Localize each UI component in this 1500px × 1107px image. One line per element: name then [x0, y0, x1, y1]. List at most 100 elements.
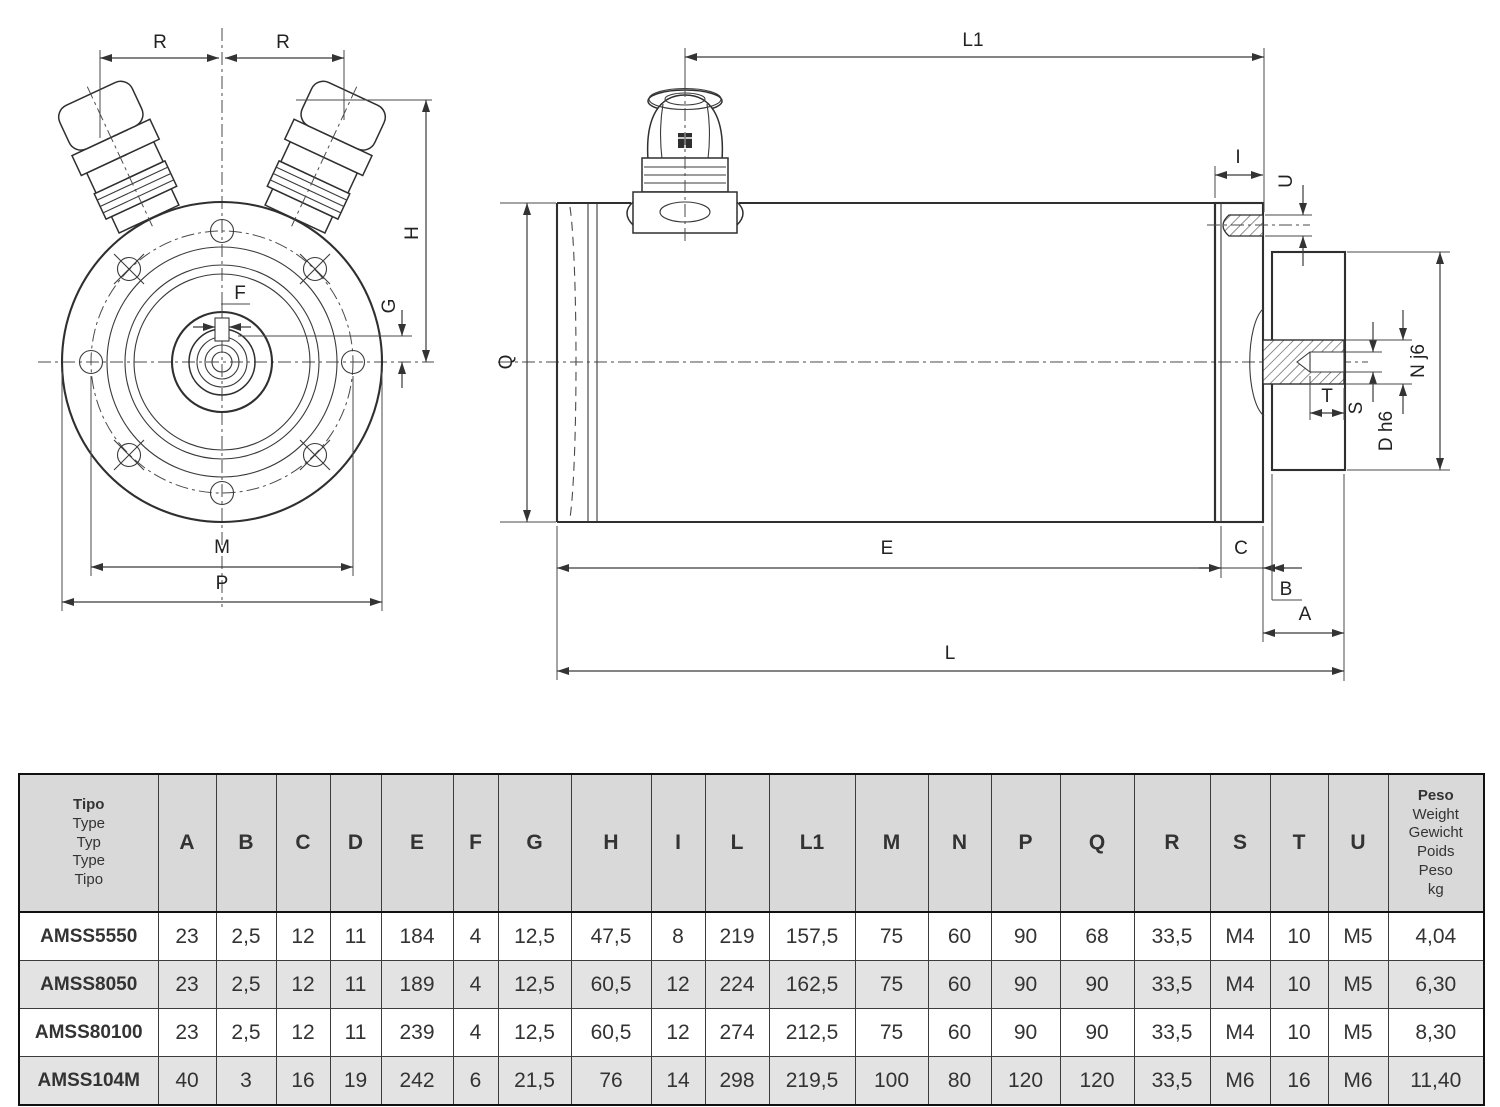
dim-value-cell: 184: [380, 911, 454, 961]
dim-value-cell: 90: [990, 960, 1061, 1009]
crossed-hole: [299, 439, 331, 471]
col-header-c: C: [275, 773, 331, 913]
dim-value-cell: 120: [1059, 1056, 1135, 1106]
dim-value-cell: M5: [1327, 911, 1389, 961]
dim-value-cell: 4: [452, 911, 499, 961]
dim-value-cell: M4: [1209, 911, 1271, 961]
label-m: M: [214, 537, 230, 558]
dim-value-cell: 40: [157, 1056, 217, 1106]
dim-value-cell: 100: [854, 1056, 929, 1106]
dim-value-cell: 23: [157, 1008, 217, 1057]
col-header-t: T: [1269, 773, 1329, 913]
label-t: T: [1321, 386, 1333, 407]
dim-L1: L1: [684, 30, 1265, 212]
dim-value-cell: 21,5: [497, 1056, 572, 1106]
dim-value-cell: 189: [380, 960, 454, 1009]
dim-E: E: [556, 526, 1222, 680]
dim-M: M: [90, 376, 354, 576]
front-view: R R H G F M: [38, 28, 434, 611]
dim-value-cell: 16: [1269, 1056, 1329, 1106]
row-type-cell: AMSS8050: [18, 960, 159, 1009]
dim-value-cell: 12: [275, 960, 331, 1009]
label-u: U: [1276, 174, 1297, 188]
dim-value-cell: 242: [380, 1056, 454, 1106]
dim-C: C: [1199, 526, 1285, 642]
col-header-n: N: [927, 773, 992, 913]
weight-header-translations: Weight Gewicht Poids Peso kg: [1408, 805, 1463, 898]
dim-T: T: [1309, 376, 1345, 420]
dim-value-cell: 8,30: [1387, 1008, 1485, 1057]
dim-value-cell: 12: [275, 911, 331, 961]
shaft-section: [1262, 339, 1345, 385]
dim-value-cell: 6,30: [1387, 960, 1485, 1009]
keyway: [214, 317, 230, 342]
dim-value-cell: 14: [650, 1056, 706, 1106]
type-header-primary: Tipo: [73, 796, 105, 814]
dim-value-cell: 47,5: [570, 911, 652, 961]
dim-value-cell: 11: [329, 911, 382, 961]
row-type-cell: AMSS5550: [18, 911, 159, 961]
dim-value-cell: 10: [1269, 911, 1329, 961]
dim-value-cell: 60,5: [570, 960, 652, 1009]
dim-value-cell: 75: [854, 1008, 929, 1057]
dim-value-cell: 90: [1059, 960, 1135, 1009]
label-e: E: [881, 538, 894, 559]
col-header-l1: L1: [768, 773, 856, 913]
col-header-h: H: [570, 773, 652, 913]
dim-value-cell: M6: [1327, 1056, 1389, 1106]
label-b: B: [1280, 579, 1293, 600]
dim-value-cell: 2,5: [215, 960, 277, 1009]
weight-header-primary: Peso: [1417, 786, 1454, 804]
dim-value-cell: 12,5: [497, 911, 572, 961]
dim-P: P: [61, 372, 383, 611]
dimension-drawing: R R H G F M: [38, 28, 1450, 681]
col-header-a: A: [157, 773, 217, 913]
cable-gland-side: [626, 84, 744, 243]
col-header-d: D: [329, 773, 382, 913]
dim-value-cell: 11: [329, 960, 382, 1009]
col-header-f: F: [452, 773, 499, 913]
dim-value-cell: 90: [1059, 1008, 1135, 1057]
crossed-hole: [113, 439, 145, 471]
label-s: S: [1346, 402, 1367, 415]
dim-value-cell: 23: [157, 960, 217, 1009]
dim-value-cell: 23: [157, 911, 217, 961]
tapped-hole: [1296, 351, 1345, 373]
dim-value-cell: 60,5: [570, 1008, 652, 1057]
dim-value-cell: 10: [1269, 960, 1329, 1009]
crossed-hole: [113, 253, 145, 285]
crossed-hole: [299, 253, 331, 285]
dim-value-cell: 60: [927, 1008, 992, 1057]
dim-value-cell: 219,5: [768, 1056, 856, 1106]
col-header-m: M: [854, 773, 929, 913]
col-header-i: I: [650, 773, 706, 913]
dim-value-cell: M4: [1209, 1008, 1271, 1057]
label-c: C: [1234, 538, 1248, 559]
dim-L: L: [557, 643, 1344, 675]
dim-value-cell: 75: [854, 960, 929, 1009]
col-header-e: E: [380, 773, 454, 913]
dim-value-cell: 10: [1269, 1008, 1329, 1057]
label-n-j6: N j6: [1408, 344, 1429, 378]
dim-value-cell: 157,5: [768, 911, 856, 961]
dim-value-cell: 274: [704, 1008, 770, 1057]
dim-value-cell: 12: [650, 960, 706, 1009]
dim-N: N j6: [1347, 251, 1450, 471]
dim-value-cell: 60: [927, 960, 992, 1009]
dim-value-cell: M5: [1327, 960, 1389, 1009]
cable-gland-front-right: [264, 80, 387, 234]
dim-value-cell: 6: [452, 1056, 499, 1106]
dim-U: U: [1265, 174, 1312, 266]
dim-D: D h6: [1346, 310, 1412, 451]
dim-value-cell: 90: [990, 911, 1061, 961]
dim-value-cell: 212,5: [768, 1008, 856, 1057]
dim-value-cell: M4: [1209, 960, 1271, 1009]
dim-R: R R: [99, 32, 345, 138]
dim-value-cell: 298: [704, 1056, 770, 1106]
dim-value-cell: 19: [329, 1056, 382, 1106]
dim-G: G: [238, 299, 412, 388]
table-header-row: Tipo Type Typ Type Tipo A B C D E F G H …: [18, 773, 1485, 913]
